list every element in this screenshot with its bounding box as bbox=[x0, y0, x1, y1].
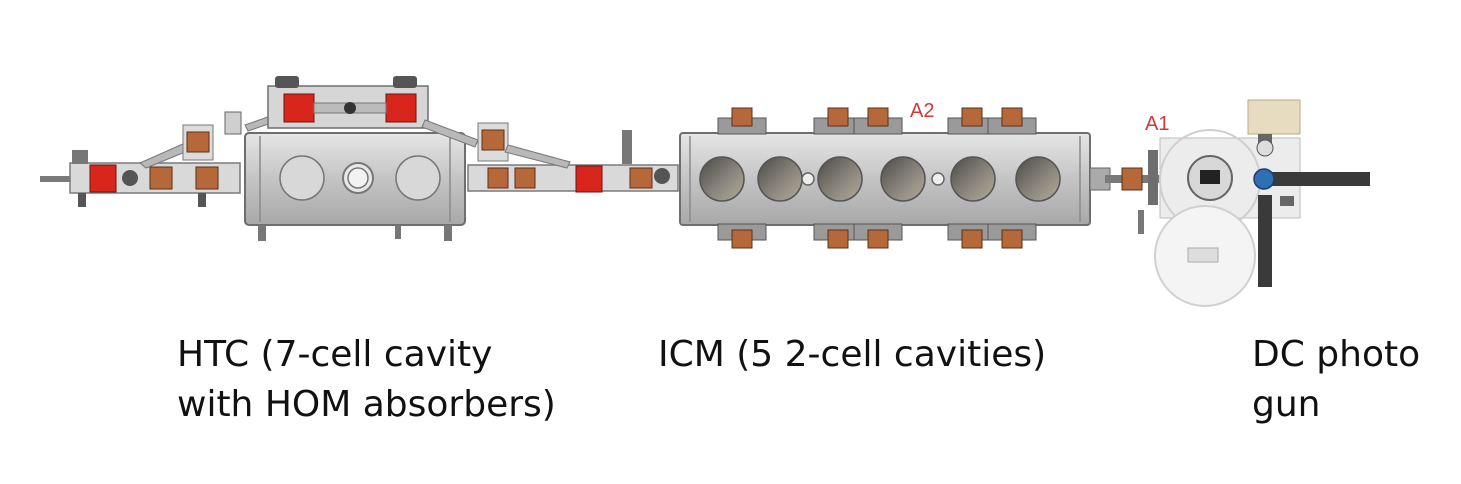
htc-magnet bbox=[481, 129, 505, 151]
icm-magnet bbox=[827, 107, 849, 127]
htc-top-clamp bbox=[393, 76, 417, 88]
gun-valve bbox=[1148, 150, 1158, 205]
icm-viewport bbox=[699, 156, 745, 202]
htc-magnet bbox=[487, 167, 509, 189]
htc-pump bbox=[622, 130, 632, 164]
gun-section: A1 bbox=[1105, 99, 1370, 307]
htc-leg bbox=[395, 225, 401, 239]
htc-leg bbox=[258, 225, 266, 241]
icm-section: A2 bbox=[679, 100, 1111, 249]
icm-magnet bbox=[731, 107, 753, 127]
icm-magnet bbox=[731, 229, 753, 249]
icm-magnet bbox=[867, 229, 889, 249]
htc-port bbox=[279, 155, 325, 201]
htc-top-absorber-right bbox=[385, 93, 417, 123]
icm-magnet bbox=[961, 229, 983, 249]
caption-htc-line1: HTC (7-cell cavity bbox=[177, 334, 493, 375]
gun-hv-tank bbox=[1247, 99, 1301, 135]
htc-pump bbox=[224, 111, 242, 135]
htc-port-inner bbox=[347, 167, 369, 189]
htc-top-absorber-left bbox=[283, 93, 315, 123]
htc-valve bbox=[122, 170, 138, 186]
gun-lower-detail bbox=[1187, 247, 1219, 263]
htc-magnet bbox=[195, 166, 219, 190]
htc-left-absorber bbox=[89, 164, 117, 193]
htc-right-absorber bbox=[575, 165, 603, 193]
htc-magnet bbox=[186, 131, 210, 153]
gun-mount bbox=[1280, 196, 1294, 206]
icm-viewports bbox=[699, 156, 1061, 202]
caption-gun-line1: DC photo bbox=[1252, 334, 1421, 375]
icm-bottom-magnets bbox=[717, 223, 1037, 249]
marker-a1: A1 bbox=[1145, 113, 1169, 135]
htc-magnet bbox=[629, 167, 653, 189]
icm-viewport bbox=[757, 156, 803, 202]
htc-top-clamp bbox=[275, 76, 299, 88]
gun-gauge bbox=[1256, 139, 1274, 157]
caption-gun-line2: gun bbox=[1252, 384, 1321, 425]
htc-transfer-line bbox=[504, 144, 571, 169]
htc-valve bbox=[654, 168, 670, 184]
htc-transfer-line bbox=[421, 119, 479, 148]
gun-support bbox=[1138, 210, 1144, 234]
icm-viewport bbox=[880, 156, 926, 202]
gun-magnet bbox=[1121, 167, 1143, 191]
icm-viewport bbox=[1015, 156, 1061, 202]
icm-magnet bbox=[961, 107, 983, 127]
htc-stand bbox=[198, 193, 206, 207]
icm-top-magnets bbox=[717, 107, 1037, 135]
htc-section bbox=[40, 76, 679, 241]
icm-viewport bbox=[817, 156, 863, 202]
caption-htc: HTC (7-cell cavity with HOM absorbers) bbox=[177, 330, 556, 430]
htc-magnet bbox=[149, 166, 173, 190]
caption-gun: DC photo gun bbox=[1252, 330, 1420, 430]
icm-magnet bbox=[1001, 229, 1023, 249]
icm-small-port bbox=[931, 172, 945, 186]
htc-stand bbox=[72, 150, 88, 164]
icm-small-port bbox=[801, 172, 815, 186]
gun-cathode bbox=[1200, 170, 1220, 184]
htc-stand bbox=[78, 193, 86, 207]
htc-magnet bbox=[514, 167, 536, 189]
gun-horizontal-pipe bbox=[1270, 172, 1370, 186]
htc-top-valve bbox=[344, 102, 356, 114]
caption-htc-line2: with HOM absorbers) bbox=[177, 384, 556, 425]
icm-magnet bbox=[867, 107, 889, 127]
htc-leg bbox=[444, 225, 452, 241]
htc-port bbox=[395, 155, 441, 201]
marker-a2: A2 bbox=[910, 100, 934, 122]
icm-magnet bbox=[1001, 107, 1023, 127]
gun-blue-flange bbox=[1253, 168, 1275, 190]
caption-icm: ICM (5 2-cell cavities) bbox=[658, 334, 1047, 375]
icm-magnet bbox=[827, 229, 849, 249]
icm-viewport bbox=[950, 156, 996, 202]
gun-vertical-pipe bbox=[1258, 195, 1272, 287]
